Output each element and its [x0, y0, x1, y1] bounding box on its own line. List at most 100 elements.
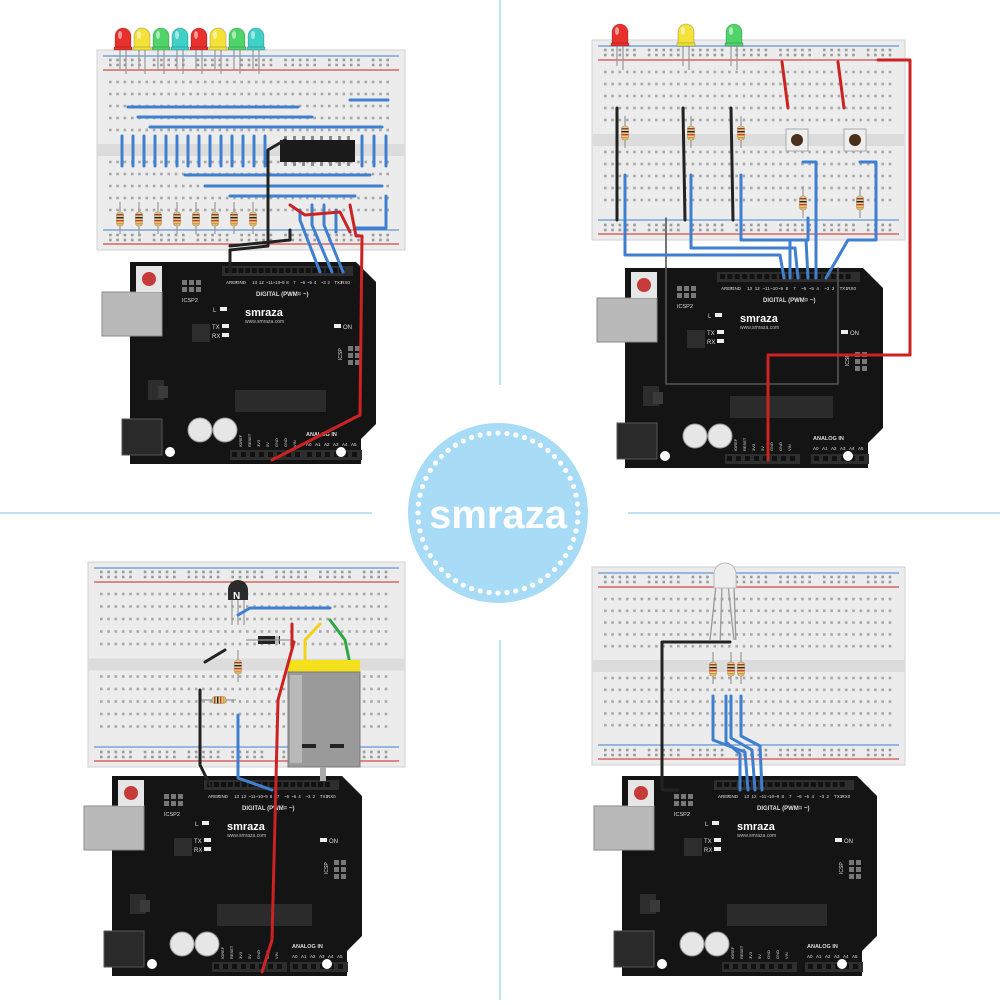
- reset-button-cap: [634, 786, 648, 800]
- board-pcb: [622, 776, 877, 976]
- terminal-hole: [859, 186, 863, 190]
- terminal-hole: [713, 688, 717, 692]
- terminal-hole: [735, 174, 738, 178]
- rail-hole: [779, 228, 782, 232]
- terminal-hole: [625, 609, 629, 613]
- terminal-hole: [881, 70, 884, 74]
- terminal-hole: [815, 688, 819, 692]
- terminal-hole: [260, 592, 264, 596]
- icsp2-pin: [691, 293, 696, 298]
- terminal-hole: [357, 208, 360, 212]
- terminal-hole: [764, 118, 768, 122]
- led-rim: [113, 46, 133, 51]
- digital-pin-label: ~5: [804, 794, 810, 799]
- rail-hole: [335, 233, 338, 237]
- terminal-hole: [275, 675, 278, 678]
- terminal-hole: [311, 617, 315, 621]
- rail-hole: [209, 755, 213, 759]
- terminal-hole: [720, 118, 724, 122]
- terminal-hole: [276, 196, 280, 200]
- rail-hole: [874, 48, 877, 52]
- terminal-hole: [866, 94, 870, 98]
- led-l: [202, 821, 209, 825]
- terminal-hole: [808, 609, 811, 613]
- digital-pin: [816, 274, 822, 279]
- mounting-hole: [843, 451, 853, 461]
- resistor-band: [737, 670, 745, 672]
- rail-hole: [881, 223, 884, 227]
- analog-pin: [823, 456, 828, 461]
- resistor-band: [709, 673, 717, 675]
- terminal-hole: [881, 150, 884, 154]
- terminal-hole: [253, 675, 256, 678]
- led-body: [725, 23, 743, 45]
- terminal-hole: [801, 94, 804, 98]
- terminal-hole: [116, 172, 119, 176]
- terminal-hole: [129, 687, 132, 691]
- rail-hole: [384, 750, 388, 754]
- terminal-hole: [384, 617, 388, 621]
- analog-header-body: [290, 962, 348, 972]
- board-logo: smraza: [245, 307, 284, 319]
- resistor-band: [249, 220, 257, 222]
- terminal-hole: [793, 723, 797, 727]
- digital-pin-label: ~9: [778, 286, 784, 291]
- terminal-hole: [116, 116, 119, 120]
- resistor-band: [223, 696, 225, 704]
- resistor-band: [234, 668, 242, 670]
- terminal-hole: [253, 592, 256, 596]
- rail-hole: [881, 575, 884, 579]
- terminal-hole: [313, 116, 316, 120]
- rail-hole: [158, 575, 161, 579]
- terminal-hole: [655, 118, 658, 122]
- icsp2-label: ICSP2: [677, 304, 693, 310]
- terminal-hole: [662, 621, 665, 624]
- terminal-hole: [246, 700, 249, 703]
- terminal-hole: [801, 609, 804, 613]
- terminal-hole: [801, 633, 804, 636]
- chip-pin: [320, 136, 323, 140]
- terminal-hole: [611, 106, 614, 110]
- digital-label: DIGITAL (PWM= ~): [256, 292, 308, 298]
- terminal-hole: [669, 621, 673, 624]
- terminal-hole: [640, 676, 644, 680]
- resistor-band: [217, 696, 219, 704]
- terminal-hole: [888, 82, 892, 86]
- resistor-band: [135, 214, 143, 216]
- analog-pin-label: A1: [822, 446, 828, 451]
- terminal-hole: [837, 712, 841, 715]
- terminal-hole: [655, 609, 658, 613]
- terminal-hole: [158, 712, 161, 716]
- terminal-hole: [640, 688, 644, 692]
- terminal-hole: [342, 92, 346, 96]
- digital-pin-label: ~6: [797, 794, 803, 799]
- terminal-hole: [173, 687, 176, 691]
- terminal-hole: [246, 675, 249, 678]
- terminal-hole: [348, 630, 351, 633]
- terminal-hole: [757, 621, 760, 624]
- led-l-label: L: [195, 822, 199, 828]
- terminal-hole: [728, 609, 731, 613]
- terminal-hole: [823, 597, 826, 601]
- on-label: ON: [850, 331, 859, 337]
- board-site: www.smraza.com: [227, 833, 266, 839]
- rail-hole: [750, 575, 753, 579]
- rail-hole: [604, 48, 607, 52]
- rail-hole: [182, 233, 185, 237]
- rail-hole: [706, 53, 709, 57]
- resistor: [116, 202, 124, 234]
- terminal-hole: [874, 597, 877, 601]
- gnd-label: GND: [218, 794, 229, 799]
- terminal-hole: [720, 609, 724, 613]
- rail-hole: [604, 748, 607, 752]
- terminal-hole: [297, 617, 300, 621]
- terminal-hole: [750, 106, 753, 110]
- terminal-hole: [306, 92, 309, 96]
- terminal-hole: [881, 94, 884, 98]
- icsp2-pin: [189, 287, 194, 292]
- terminal-hole: [859, 82, 863, 86]
- rail-hole: [357, 238, 360, 242]
- rail-hole: [284, 58, 287, 62]
- rail-hole: [107, 750, 110, 754]
